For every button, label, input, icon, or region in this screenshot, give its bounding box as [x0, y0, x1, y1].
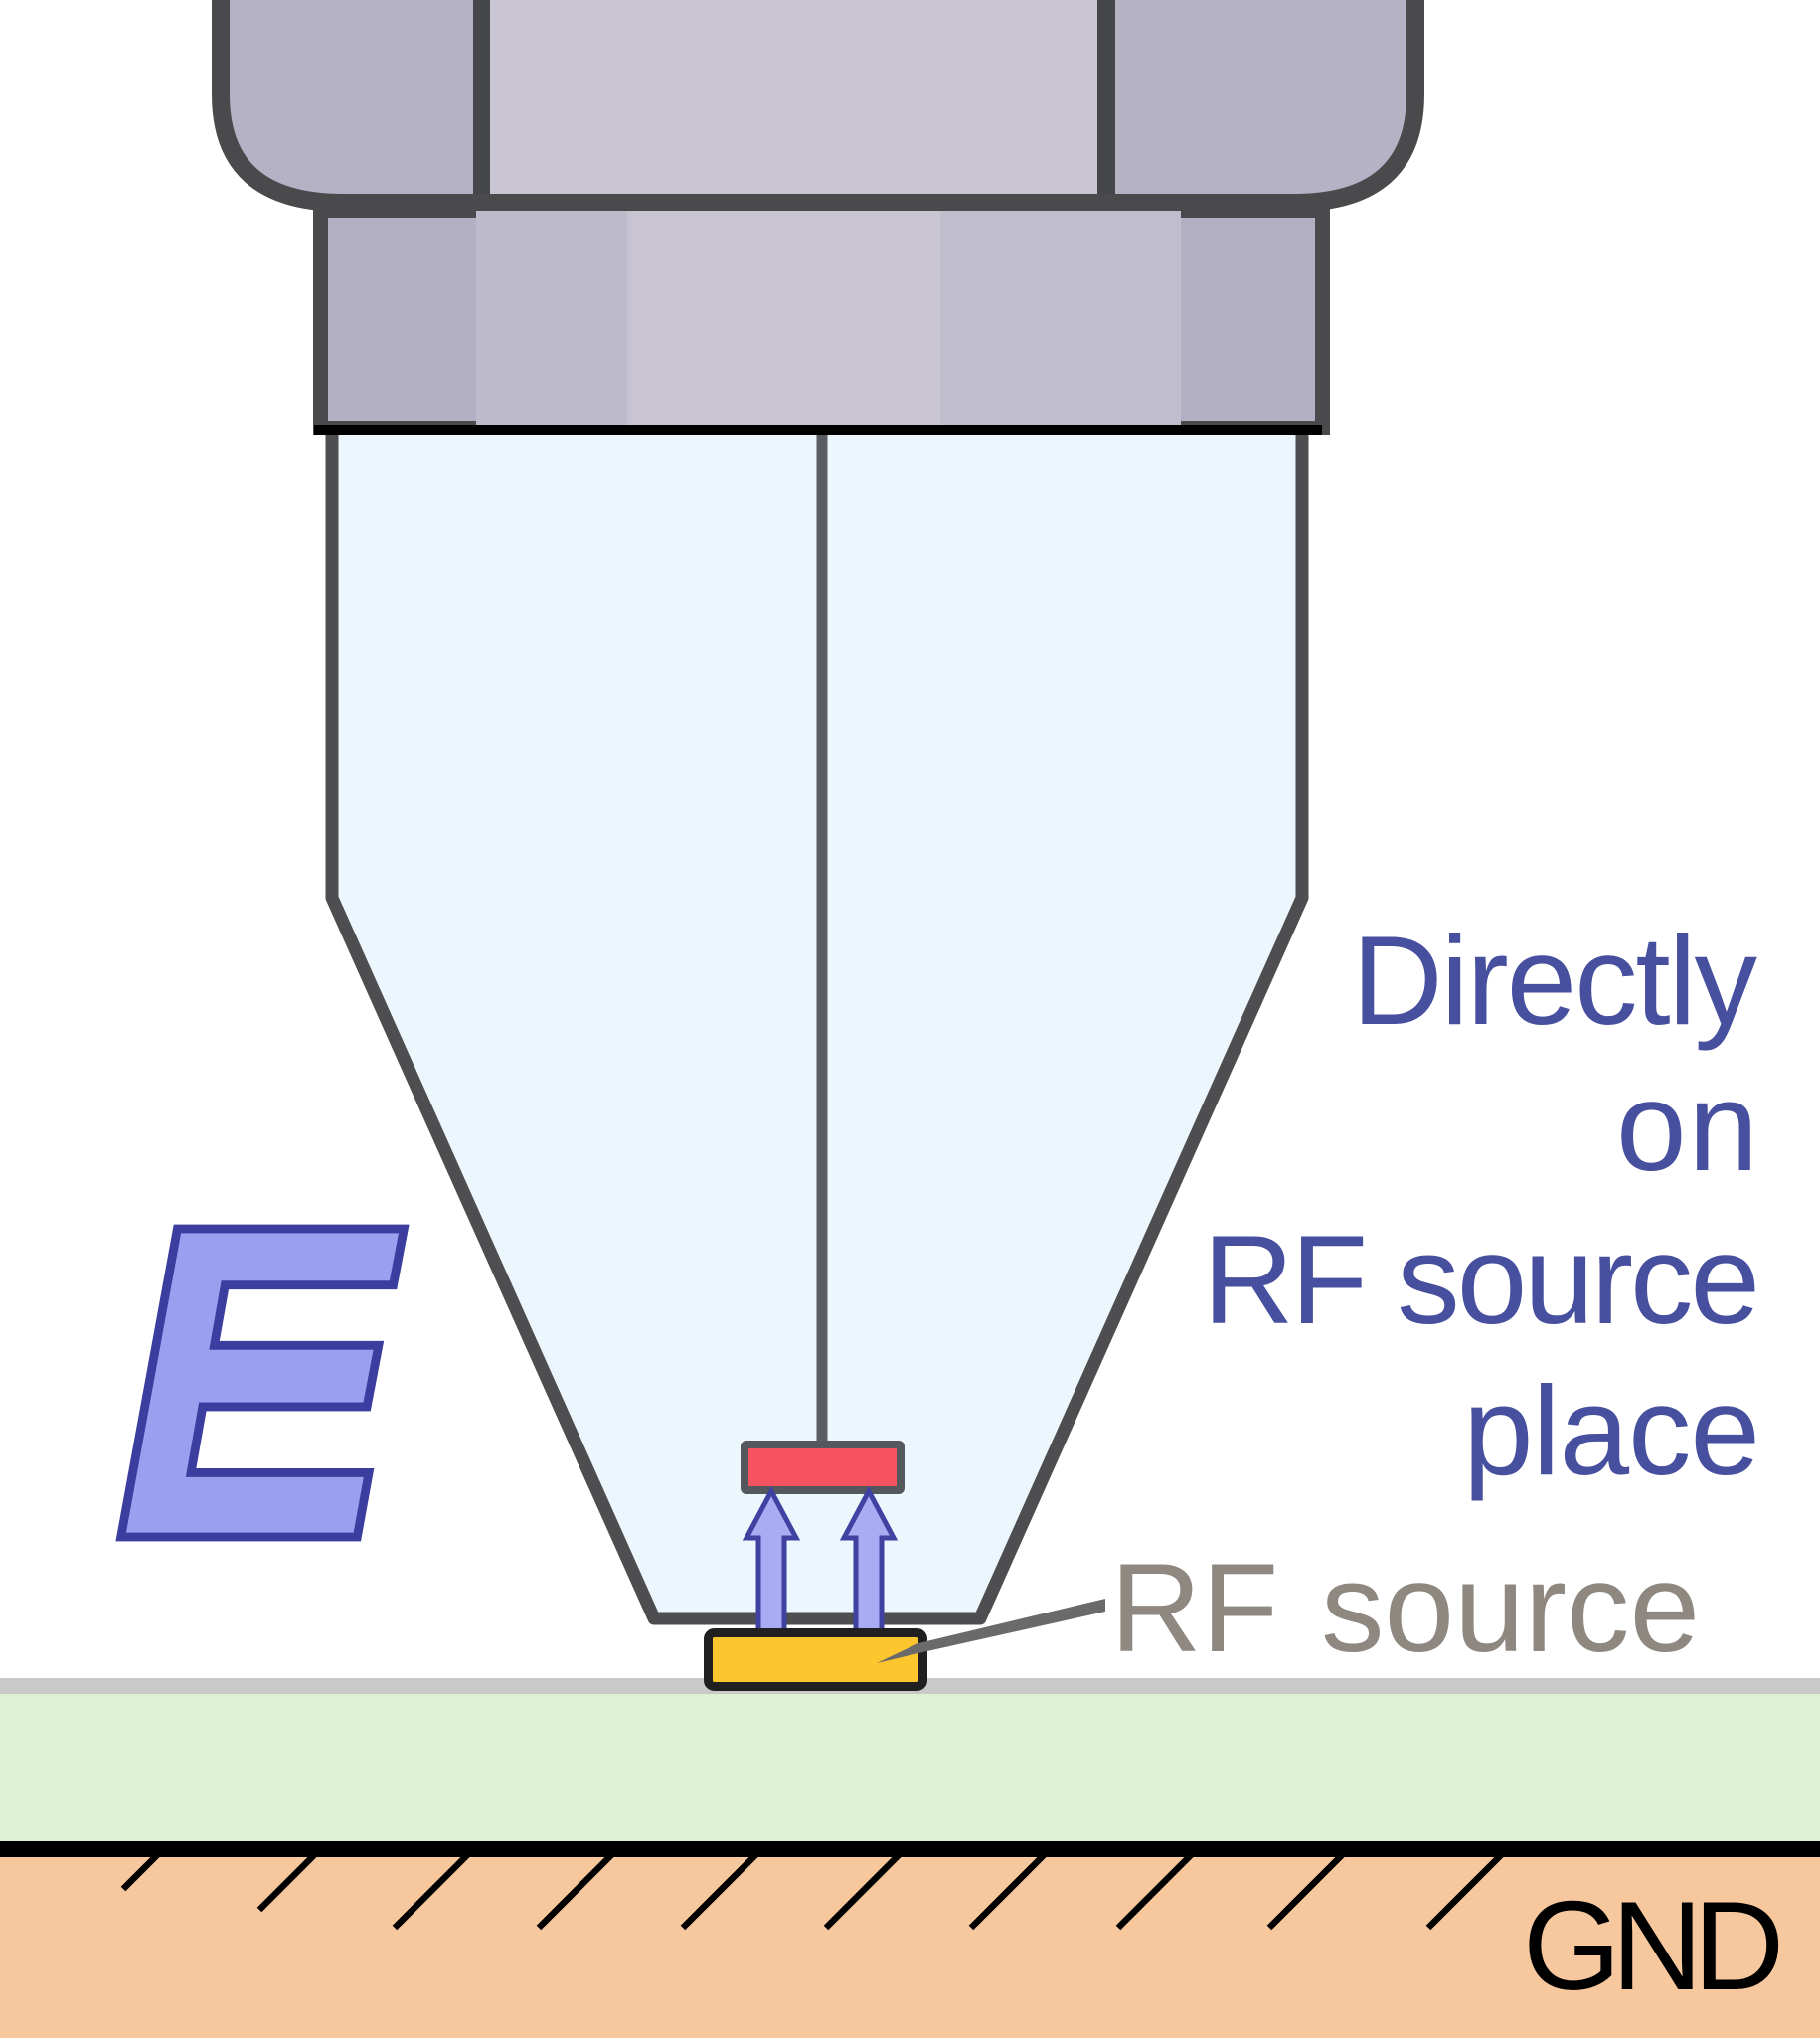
svg-text:place: place — [1463, 1360, 1760, 1501]
svg-text:Directly: Directly — [1352, 910, 1758, 1051]
svg-text:source: source — [1321, 1537, 1700, 1678]
svg-text:on: on — [1616, 1056, 1758, 1197]
svg-text:RF source: RF source — [1203, 1209, 1760, 1350]
svg-text:RF: RF — [1110, 1537, 1278, 1678]
svg-text:GND: GND — [1523, 1875, 1779, 2016]
